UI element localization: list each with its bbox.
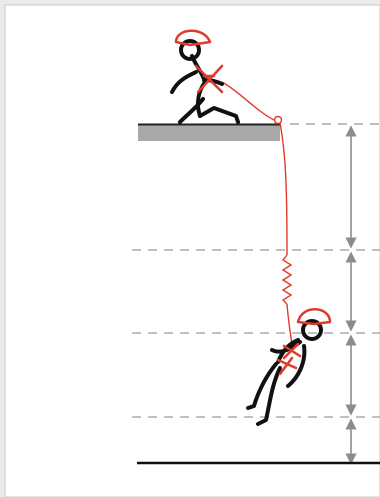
ledge xyxy=(138,124,280,141)
panel-background xyxy=(5,5,380,497)
